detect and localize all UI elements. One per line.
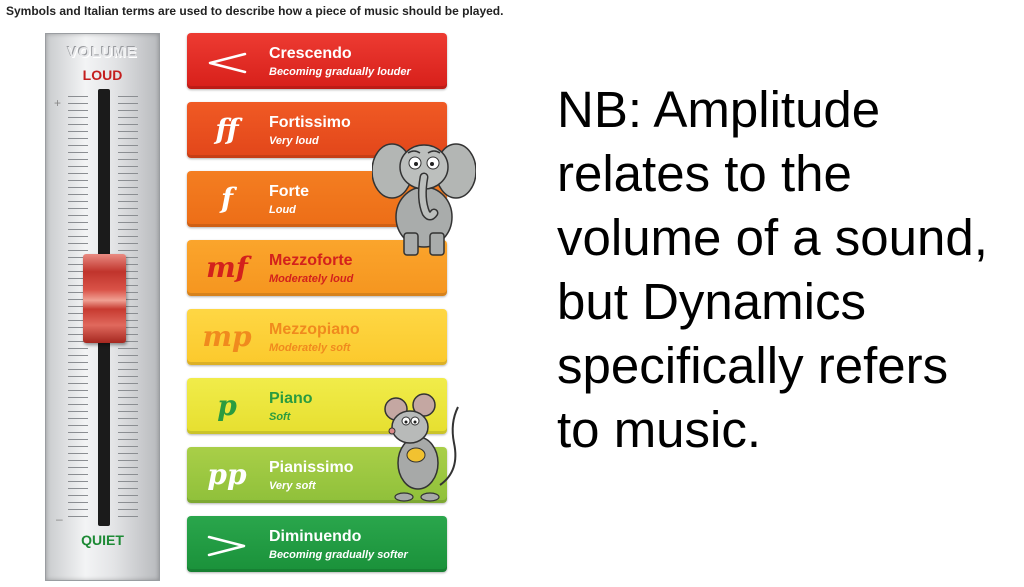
dynamic-name: Piano bbox=[269, 390, 313, 407]
crescendo-hairpin-icon bbox=[187, 33, 267, 89]
dynamic-row-crescendo: Crescendo Becoming gradually louder bbox=[187, 33, 447, 89]
fader-title: VOLUME bbox=[67, 44, 138, 61]
dynamic-description: Very loud bbox=[269, 135, 319, 147]
dynamic-description: Becoming gradually louder bbox=[269, 66, 411, 78]
fader-ticks-right bbox=[118, 96, 138, 521]
dynamic-description: Very soft bbox=[269, 480, 316, 492]
diminuendo-hairpin-icon bbox=[187, 516, 267, 572]
dynamic-symbol: pp bbox=[207, 458, 247, 491]
fader-plus-mark: + bbox=[54, 96, 62, 110]
dynamic-name: Mezzoforte bbox=[269, 252, 353, 269]
volume-fader[interactable]: VOLUME LOUD + – QUIET bbox=[45, 33, 160, 581]
dynamic-description: Soft bbox=[269, 411, 291, 423]
fader-ticks-left bbox=[68, 96, 88, 521]
dynamic-name: Diminuendo bbox=[269, 528, 362, 545]
dynamic-symbol: p bbox=[217, 389, 237, 422]
elephant-icon bbox=[371, 133, 477, 262]
dynamic-symbol: ff bbox=[215, 113, 239, 146]
dynamic-row-diminuendo: Diminuendo Becoming gradually softer bbox=[187, 516, 447, 572]
dynamic-symbol: mp bbox=[202, 320, 252, 353]
dynamic-symbol: f bbox=[220, 182, 234, 215]
fader-loud-label: LOUD bbox=[82, 67, 123, 83]
dynamic-name: Forte bbox=[269, 183, 309, 200]
fader-minus-mark: – bbox=[56, 512, 63, 526]
mouse-icon bbox=[384, 393, 462, 508]
dynamic-name: Crescendo bbox=[269, 45, 352, 62]
dynamic-description: Becoming gradually softer bbox=[269, 549, 408, 561]
dynamic-description: Loud bbox=[269, 204, 296, 216]
dynamic-symbol: mf bbox=[206, 251, 248, 284]
dynamic-name: Fortissimo bbox=[269, 114, 351, 131]
dynamic-description: Moderately loud bbox=[269, 273, 354, 285]
dynamic-name: Mezzopiano bbox=[269, 321, 360, 338]
fader-thumb[interactable] bbox=[83, 254, 126, 343]
dynamic-name: Pianissimo bbox=[269, 459, 354, 476]
fader-quiet-label: QUIET bbox=[81, 532, 124, 548]
caption: Symbols and Italian terms are used to de… bbox=[6, 4, 504, 18]
dynamic-description: Moderately soft bbox=[269, 342, 351, 354]
dynamic-row-mezzopiano: mp Mezzopiano Moderately soft bbox=[187, 309, 447, 365]
note-text: NB: Amplitude relates to the volume of a… bbox=[557, 81, 988, 458]
